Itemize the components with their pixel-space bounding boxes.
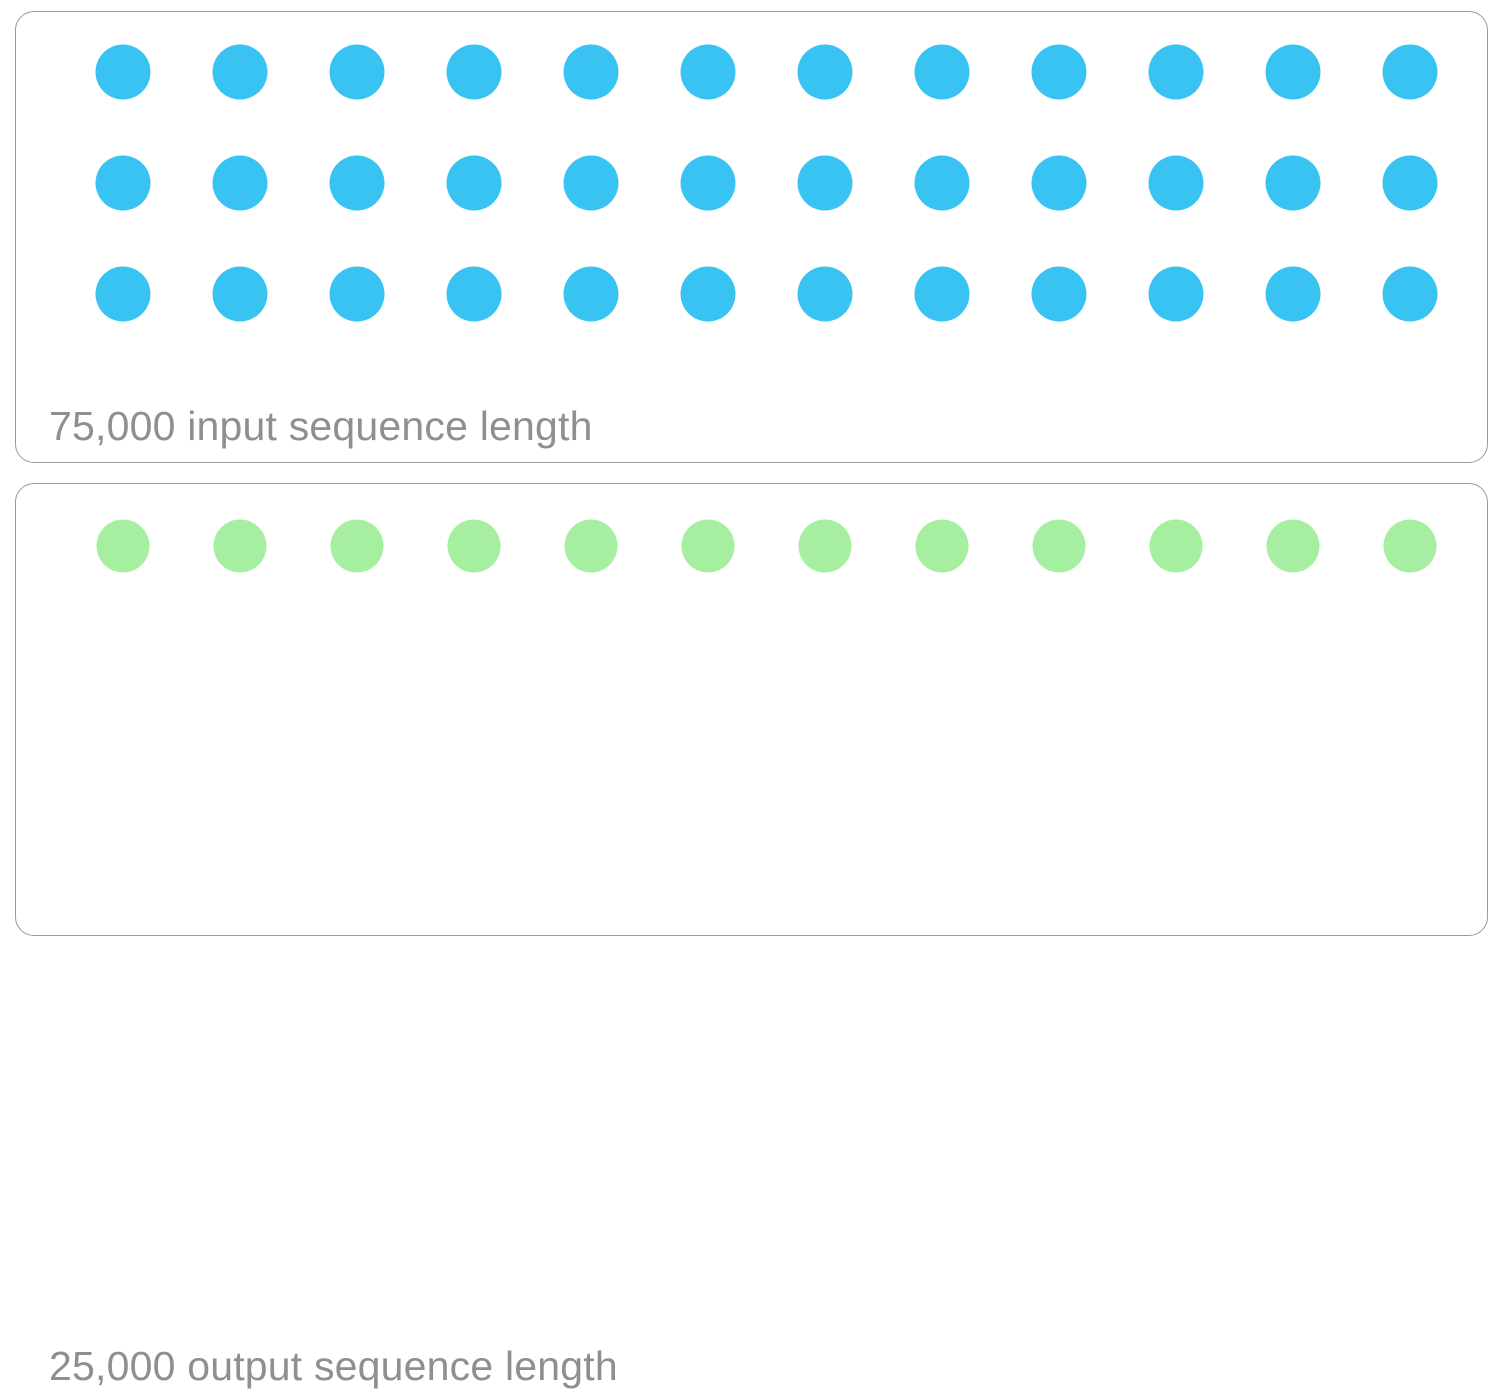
input-token-dot [1031, 44, 1087, 100]
output-token-dot [1383, 519, 1437, 573]
output-token-dot [330, 519, 384, 573]
input-token-dot [329, 266, 385, 322]
output-sequence-card: 25,000 output sequence length [15, 483, 1488, 1387]
input-token-dot [446, 155, 502, 211]
diagram-canvas: 75,000 input sequence length 25,000 outp… [15, 11, 1488, 1387]
input-token-dot [329, 155, 385, 211]
input-token-dot [797, 44, 853, 100]
input-token-dot [212, 44, 268, 100]
output-sequence-caption: 25,000 output sequence length [49, 1343, 618, 1389]
input-token-dot [914, 266, 970, 322]
input-token-dot [1382, 155, 1438, 211]
output-token-dot [96, 519, 150, 573]
input-token-dot [914, 44, 970, 100]
input-token-dot [680, 155, 736, 211]
input-token-dot [563, 155, 619, 211]
input-token-dot [95, 44, 151, 100]
input-token-dot [563, 266, 619, 322]
input-token-dot [212, 155, 268, 211]
output-token-dot [1149, 519, 1203, 573]
input-token-dot [797, 266, 853, 322]
input-token-dot [1382, 44, 1438, 100]
output-token-dot [564, 519, 618, 573]
input-token-dot [914, 155, 970, 211]
output-token-dot [915, 519, 969, 573]
input-token-dot [680, 266, 736, 322]
input-token-dot [1148, 155, 1204, 211]
output-token-dot [1266, 519, 1320, 573]
input-token-dot [95, 266, 151, 322]
input-token-dot [95, 155, 151, 211]
input-token-dot [680, 44, 736, 100]
output-token-dot [681, 519, 735, 573]
output-token-dot [447, 519, 501, 573]
input-token-dot [1148, 266, 1204, 322]
input-token-dot [1265, 266, 1321, 322]
input-sequence-card: 75,000 input sequence length [15, 11, 1488, 463]
input-token-dot [797, 155, 853, 211]
input-token-dot [1031, 266, 1087, 322]
input-token-dot [446, 44, 502, 100]
input-token-dot [1265, 44, 1321, 100]
output-token-dot [1032, 519, 1086, 573]
input-token-dot [329, 44, 385, 100]
input-token-dot [1265, 155, 1321, 211]
input-token-dot [1148, 44, 1204, 100]
input-token-dot [446, 266, 502, 322]
input-token-dot [1382, 266, 1438, 322]
output-token-dot [213, 519, 267, 573]
input-token-dot [212, 266, 268, 322]
input-sequence-caption: 75,000 input sequence length [49, 403, 593, 449]
input-token-dot [1031, 155, 1087, 211]
input-token-dot [563, 44, 619, 100]
output-token-dot [798, 519, 852, 573]
